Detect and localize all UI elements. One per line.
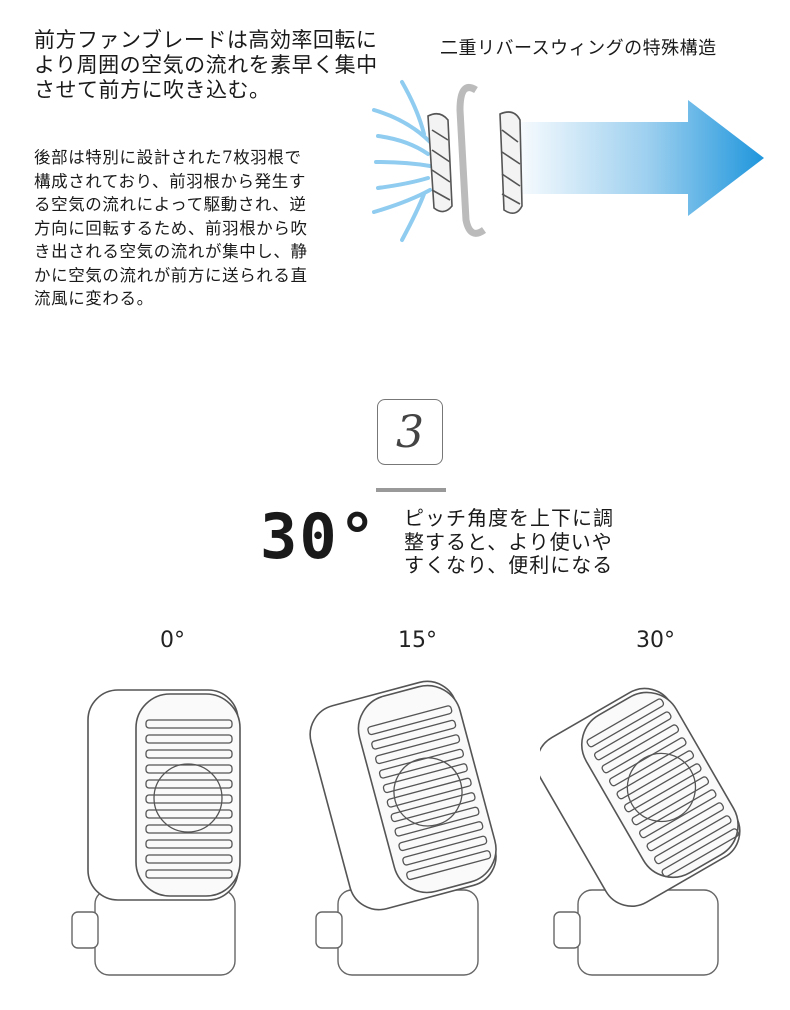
guard-bar — [390, 792, 476, 823]
step-number-box: 3 — [377, 399, 443, 465]
angle-label-30: 30° — [636, 628, 675, 653]
guard-bar — [653, 815, 732, 865]
fan-illustration-15 — [309, 680, 497, 976]
intro-paragraph: 前方ファンブレードは高効率回転に より周囲の空気の流れを素早く集中 させて前方に… — [34, 28, 378, 102]
step-divider — [376, 488, 446, 492]
airflow-diagram — [372, 80, 764, 242]
fan-head-30 — [540, 687, 741, 907]
guard-bar — [382, 763, 468, 794]
guard-bar — [623, 763, 702, 813]
detail-paragraph: 後部は特別に設計された7枚羽根で 構成されており、前羽根から発生す る空気の流れ… — [34, 148, 308, 308]
guard-bar — [145, 764, 233, 774]
angle-label-0: 0° — [160, 628, 185, 653]
guard-bar — [145, 839, 233, 849]
guard-bar — [616, 750, 695, 800]
airflow-arrow — [508, 100, 764, 216]
fan-illustration-30 — [540, 687, 741, 976]
fan-blade-hub — [393, 757, 463, 827]
guard-bar — [145, 734, 233, 744]
angle-headline: 30° — [260, 500, 378, 573]
guard-bar — [586, 698, 665, 748]
fan-head-0 — [87, 689, 241, 901]
front-blades — [499, 111, 523, 214]
guard-bar — [145, 794, 233, 804]
guard-bar — [145, 719, 233, 729]
guard-bar — [371, 719, 457, 750]
guard-bar — [145, 749, 233, 759]
guard-bar — [145, 869, 233, 879]
angle-headline-text: 30° — [260, 500, 378, 573]
fan-blade-hub — [153, 763, 223, 833]
guard-bar — [646, 802, 725, 852]
guard-bar — [608, 737, 687, 787]
angle-description: ピッチ角度を上下に調 整すると、より使いや すくなり、便利になる — [404, 506, 614, 577]
fan-base-0 — [71, 889, 236, 976]
fan-base-30 — [553, 889, 719, 976]
guard-bar — [631, 776, 710, 826]
guard-bar — [145, 824, 233, 834]
guard-bar — [386, 777, 472, 808]
guard-bar — [145, 809, 233, 819]
guard-bar — [145, 779, 233, 789]
swirl-line — [456, 84, 487, 237]
guard-bar — [601, 724, 680, 774]
airflow-lines — [372, 80, 432, 242]
guard-bar — [394, 806, 480, 837]
fan-blade-hub — [626, 752, 697, 823]
guard-bar — [367, 705, 453, 736]
guard-bar — [402, 835, 488, 866]
fan-head-15 — [309, 680, 497, 911]
diagram-title: 二重リバースウィングの特殊構造 — [440, 38, 717, 59]
guard-bar — [406, 850, 492, 881]
guard-bar — [145, 854, 233, 864]
guard-bar — [375, 734, 461, 765]
guard-bar — [638, 789, 717, 839]
guard-bar — [661, 828, 740, 878]
guard-bar — [378, 748, 464, 779]
guard-bar — [593, 711, 672, 761]
angle-label-15: 15° — [398, 628, 437, 653]
fan-illustration-0 — [71, 689, 241, 976]
guard-bar — [398, 821, 484, 852]
rear-blades — [427, 112, 453, 213]
